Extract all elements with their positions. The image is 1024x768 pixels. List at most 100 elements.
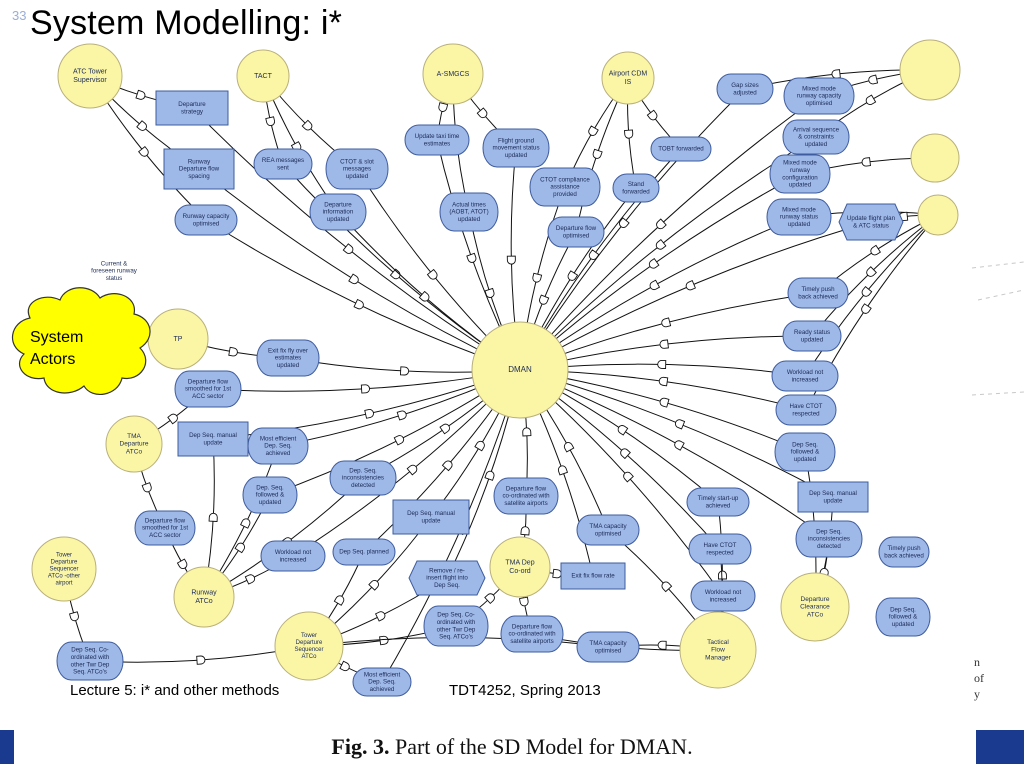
dependency-marker [831,69,841,79]
actor-label-line: TACT [254,73,272,80]
caption-text: Part of the SD Model for DMAN. [389,734,693,759]
actor-right-top [899,39,961,101]
dependency-marker [439,423,450,435]
goal-label-line: updated [327,216,350,223]
dependency-marker [69,611,79,622]
dependency-marker [196,655,206,665]
goal-label-line: ACC sector [192,393,224,400]
actor-label-line: TMA Dep [505,560,534,567]
goal-label-line: followed & [791,449,820,456]
actor-circle [105,415,163,473]
actor-label-line: Tactical [707,639,729,646]
goal-label-line: Dep Seq. planned [339,549,389,556]
goal-oval [782,320,842,352]
goal-label-line: inconsistencies [808,536,850,543]
goal-oval [878,536,930,568]
dependency-marker [674,440,685,451]
dependency-marker [532,272,543,283]
dependency-marker [176,558,188,569]
goal-oval [493,477,559,515]
dependency-links [63,69,939,683]
dependency-marker [399,366,410,376]
goal-label-line: updated [789,182,812,189]
goal-label-line: smoothed for 1st [185,386,231,393]
goal-oval [56,641,124,681]
actor-label-line: Departure [120,441,149,448]
goal-label-line: updated [277,362,300,369]
goal-label-line: co-ordinated with [508,631,556,638]
goal-label-line: achieved [370,686,395,693]
goal-label-line: Most efficient [364,671,401,678]
goal-label-line: Timely push [801,286,835,293]
edge-text-2: of [974,671,984,685]
goal-label-line: Timely start-up [698,495,739,502]
goal-label-line: Flight ground [498,137,535,144]
dependency-marker [138,146,149,157]
goal-label-line: Departure [178,101,206,108]
goal-label-line: updated [892,621,915,628]
goal-oval [329,460,397,496]
actor-dman: DMAN [471,321,569,419]
resource-box [392,499,470,535]
actor-label-line: Departure [801,596,830,603]
goal-label-line: other Twr Dep [437,626,476,633]
goal-label-line: updated [458,216,481,223]
goal-label-line: Mixed mode [783,160,817,167]
actor-circle [274,611,344,681]
goal-label-line: Workload not [705,589,742,596]
actor-tact: TACT [236,49,290,103]
goal-label-line: ordinated with [71,654,110,661]
goal-oval [795,520,863,558]
dependency-marker [368,579,379,591]
goal-label-line: & ATC status [853,222,889,229]
goal-label-line: CTOT compliance [540,176,590,183]
goal-oval [547,216,605,248]
actor-label-line: ATCo -other [48,574,80,580]
dependency-marker [301,119,313,131]
cloud-text: Actors [30,351,75,368]
goal-label-line: update [824,497,843,504]
actor-label-line: airport [55,581,72,587]
dependum-g14: TOBT forwarded [650,136,712,162]
actor-circle [471,321,569,419]
dependency-marker [870,244,881,256]
actor-label-line: TP [174,336,183,343]
actor-label-line: A-SMGCS [437,71,470,78]
actor-label-line: Supervisor [73,77,107,84]
goal-label-line: runway [790,167,811,174]
goal-label-line: Dep Seq. [890,606,916,613]
actor-label-line: Departure [296,640,323,646]
dependency-marker [861,303,872,314]
goal-label-line: back achieved [798,293,838,300]
goal-oval [875,597,931,637]
actor-label-line: Flow [711,647,725,654]
actor-circle [910,133,960,183]
actor-label-line: Sequencer [294,647,323,653]
dependency-line [205,219,521,371]
actor-circle [601,51,655,105]
goal-oval [782,119,850,155]
goal-label-line: Remove / re- [429,567,465,574]
actor-label-line: IS [625,79,632,86]
actor-label-line: Departure [51,559,78,565]
goal-label-line: respected [792,410,820,417]
goal-label-line: updated [259,499,282,506]
slide-title: System Modelling: i* [30,4,343,42]
goal-label-line: update [422,517,441,524]
